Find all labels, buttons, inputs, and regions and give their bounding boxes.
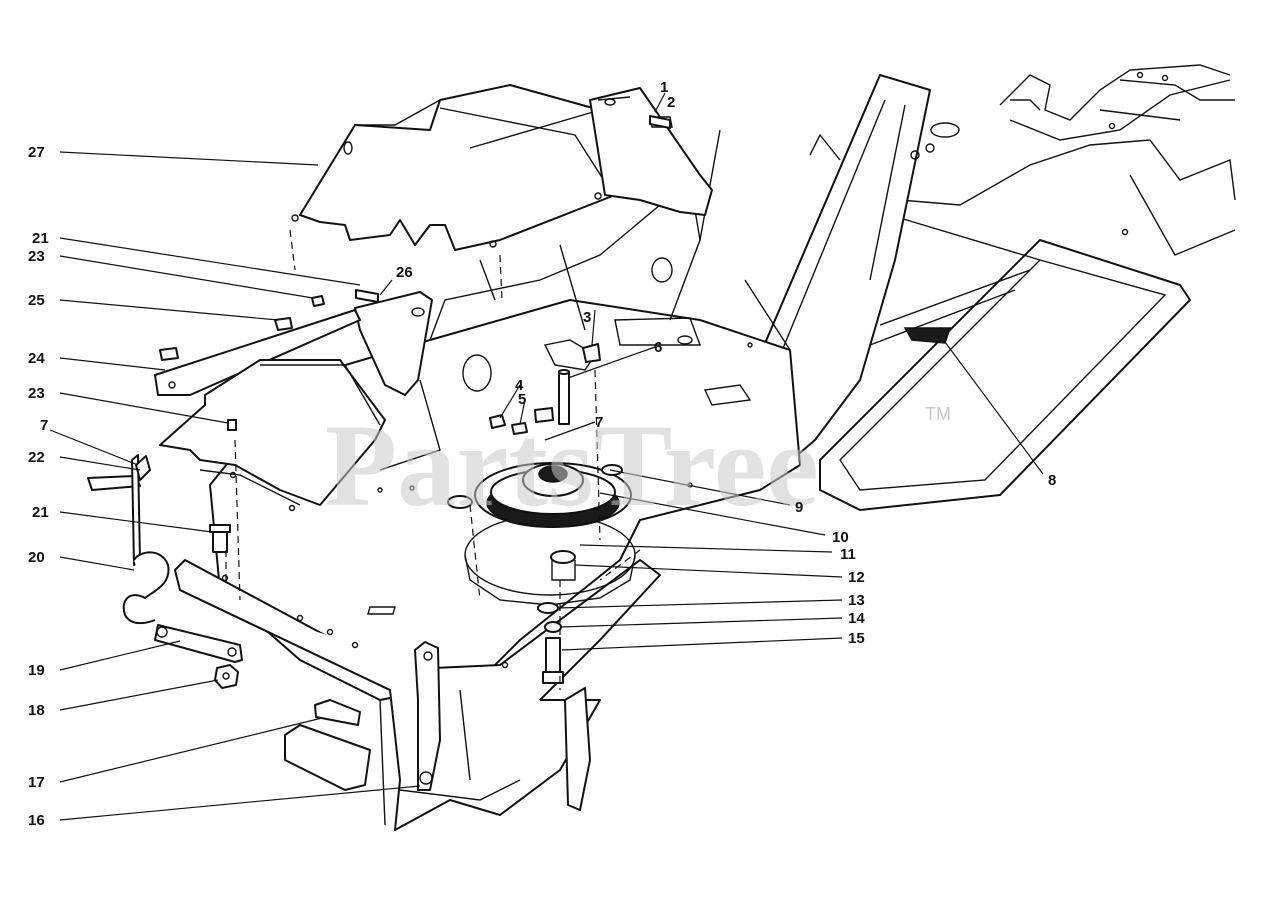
watermark-text: PartsTree [325, 400, 819, 531]
link-arm-19 [154, 624, 243, 663]
callout-9: 9 [795, 499, 803, 516]
latch-bracket [414, 641, 591, 811]
electric-clutch-assembly [447, 462, 636, 606]
side-plate-1 [589, 87, 713, 216]
callout-23-top: 23 [28, 248, 45, 265]
callout-7-left: 7 [40, 417, 48, 434]
callout-24: 24 [28, 350, 45, 367]
hardware [87, 115, 671, 689]
callout-5: 5 [518, 391, 526, 408]
callout-17: 17 [28, 774, 45, 791]
callout-labels: 27 21 23 25 24 23 7 22 21 20 19 18 17 16… [28, 79, 1056, 829]
callout-14: 14 [848, 610, 865, 627]
callout-23-lower: 23 [28, 385, 45, 402]
top-shroud-27 [291, 84, 616, 251]
callout-22: 22 [28, 449, 45, 466]
callout-27: 27 [28, 144, 45, 161]
watermark-trademark: TM [925, 404, 951, 424]
callout-8: 8 [1048, 472, 1056, 489]
callout-16: 16 [28, 812, 45, 829]
callout-10: 10 [832, 529, 849, 546]
callout-3: 3 [583, 309, 591, 326]
callout-25: 25 [28, 292, 45, 309]
linkage-rod-20 [122, 454, 170, 625]
callout-2: 2 [667, 94, 675, 111]
belt-guard [159, 359, 386, 512]
callout-26: 26 [396, 264, 413, 281]
panel-26 [354, 291, 433, 396]
front-weight-block [284, 699, 371, 791]
callout-21-top: 21 [32, 230, 49, 247]
callout-19: 19 [28, 662, 45, 679]
callout-21-lower: 21 [32, 504, 49, 521]
callout-12: 12 [848, 569, 865, 586]
leader-lines [49, 92, 1044, 821]
callout-15: 15 [848, 630, 865, 647]
callout-1: 1 [660, 79, 668, 96]
callout-13: 13 [848, 592, 865, 609]
assembly-dashes [225, 229, 641, 690]
callout-6: 6 [654, 339, 662, 356]
pin-6 [558, 369, 570, 425]
callout-4: 4 [515, 377, 524, 394]
support-bar-24 [154, 309, 361, 396]
callout-7-center: 7 [595, 414, 603, 431]
watermark: PartsTree TM [325, 400, 951, 531]
frame-rails [899, 64, 1236, 256]
callout-18: 18 [28, 702, 45, 719]
callout-11: 11 [840, 546, 856, 563]
callout-20: 20 [28, 549, 45, 566]
